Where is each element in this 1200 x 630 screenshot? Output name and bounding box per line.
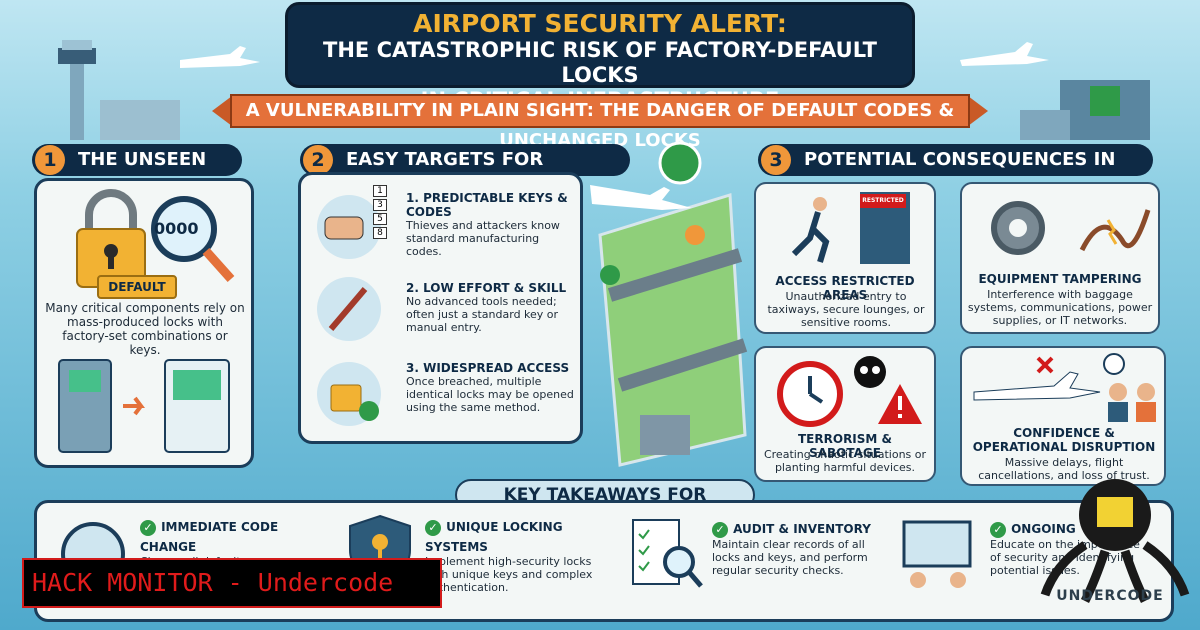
consequence-4-text: Massive delays, flight cancellations, an… — [978, 456, 1150, 482]
hack-monitor-watermark: HACK MONITOR - Undercode — [22, 558, 442, 608]
gears-broken-cable-icon — [991, 201, 1151, 255]
checklist-magnifier-icon — [632, 519, 703, 588]
title-line-1: AIRPORT SECURITY ALERT: — [413, 9, 787, 38]
title-line-2: THE CATASTROPHIC RISK OF FACTORY-DEFAULT… — [323, 38, 877, 87]
unseen-risk-text: Many critical components rely on mass-pr… — [45, 301, 245, 357]
keypad-digit: 8 — [373, 227, 387, 239]
keypad-digits: 1 3 5 8 — [373, 185, 387, 239]
clock-skull-warning-icon — [777, 356, 922, 427]
target-2-title: 2. LOW EFFORT & SKILL — [406, 281, 567, 295]
consequence-1-text: Unauthorized entry to taxiways, secure l… — [767, 290, 925, 329]
takeaway-3: ✓ AUDIT & INVENTORY Maintain clear recor… — [712, 518, 882, 577]
restricted-sign: RESTRICTED — [860, 194, 906, 208]
takeaway-2: ✓ UNIQUE LOCKING SYSTEMS Implement high-… — [425, 516, 610, 594]
training-screen-icon — [902, 520, 972, 588]
plane-people-icon — [973, 353, 1156, 422]
takeaway-3-title: AUDIT & INVENTORY — [733, 522, 871, 536]
consequence-1-title: ACCESS RESTRICTED AREAS — [775, 274, 915, 302]
keypad-digit: 1 — [373, 185, 387, 197]
target-2-text: No advanced tools needed; often just a s… — [406, 295, 559, 334]
consequence-2-title: EQUIPMENT TAMPERING — [978, 272, 1142, 286]
consequence-card-2: EQUIPMENT TAMPERING Interference with ba… — [960, 182, 1160, 334]
target-3-text: Once breached, multiple identical locks … — [406, 375, 574, 414]
title-banner: AIRPORT SECURITY ALERT: THE CATASTROPHIC… — [285, 2, 915, 112]
check-icon: ✓ — [990, 522, 1006, 538]
target-icons — [317, 195, 381, 426]
check-icon: ✓ — [425, 520, 441, 536]
control-tower-icon — [58, 40, 260, 140]
default-tag: DEFAULT — [97, 275, 177, 299]
consequence-card-1: RESTRICTED ACCESS RESTRICTED AREAS Unaut… — [754, 182, 936, 334]
undercode-logo-text: UNDERCODE — [1056, 588, 1164, 604]
targets-panel: 1 3 5 8 1. PREDICTABLE KEYS & CODES Thie… — [298, 172, 583, 444]
unseen-risk-panel: 0000 DEFAULT Many critical components re… — [34, 178, 254, 468]
airport-map-illustration — [590, 141, 748, 467]
consequence-2-text: Interference with baggage systems, commu… — [967, 288, 1153, 327]
consequence-card-3: TERRORISM & SABOTAGE Creating chaotic si… — [754, 346, 936, 482]
ribbon-tail-left — [212, 96, 232, 126]
consequence-3-text: Creating chaotic situations or planting … — [763, 448, 927, 474]
takeaway-4-title: ONGOING — [1011, 522, 1076, 536]
default-code: 0000 — [154, 219, 199, 238]
section-1-number: 1 — [35, 145, 65, 175]
target-item-2: 2. LOW EFFORT & SKILL No advanced tools … — [406, 281, 578, 334]
keypad-digit: 5 — [373, 213, 387, 225]
section-2-number: 2 — [303, 145, 333, 175]
padlock-magnifier-icon — [76, 189, 235, 288]
section-1-header: 1 THE UNSEEN RISK — [32, 144, 242, 202]
keypad-digit: 3 — [373, 199, 387, 211]
subtitle-ribbon: A VULNERABILITY IN PLAIN SIGHT: THE DANG… — [230, 94, 970, 151]
ribbon-tail-right — [968, 96, 988, 126]
octopus-logo-icon — [1040, 479, 1190, 604]
check-icon: ✓ — [712, 522, 728, 538]
kiosk-icon — [58, 359, 230, 453]
takeaway-3-text: Maintain clear records of all locks and … — [712, 538, 868, 577]
target-3-title: 3. WIDESPREAD ACCESS — [406, 361, 570, 375]
consequence-3-title: TERRORISM & SABOTAGE — [798, 432, 892, 460]
takeaway-1-title: IMMEDIATE CODE CHANGE — [140, 520, 279, 554]
target-1-title: 1. PREDICTABLE KEYS & CODES — [406, 191, 568, 219]
airport-building-icon — [960, 42, 1150, 140]
target-1-text: Thieves and attackers know standard manu… — [406, 219, 560, 258]
consequence-card-4: CONFIDENCE & OPERATIONAL DISRUPTION Mass… — [960, 346, 1166, 486]
takeaway-2-title: UNIQUE LOCKING SYSTEMS — [425, 520, 563, 554]
section-3-number: 3 — [761, 145, 791, 175]
consequence-4-title: CONFIDENCE & OPERATIONAL DISRUPTION — [972, 426, 1156, 454]
check-icon: ✓ — [140, 520, 156, 536]
target-item-1: 1. PREDICTABLE KEYS & CODES Thieves and … — [406, 191, 578, 258]
takeaway-2-text: Implement high-security locks with uniqu… — [425, 555, 593, 594]
target-item-3: 3. WIDESPREAD ACCESS Once breached, mult… — [406, 361, 578, 414]
